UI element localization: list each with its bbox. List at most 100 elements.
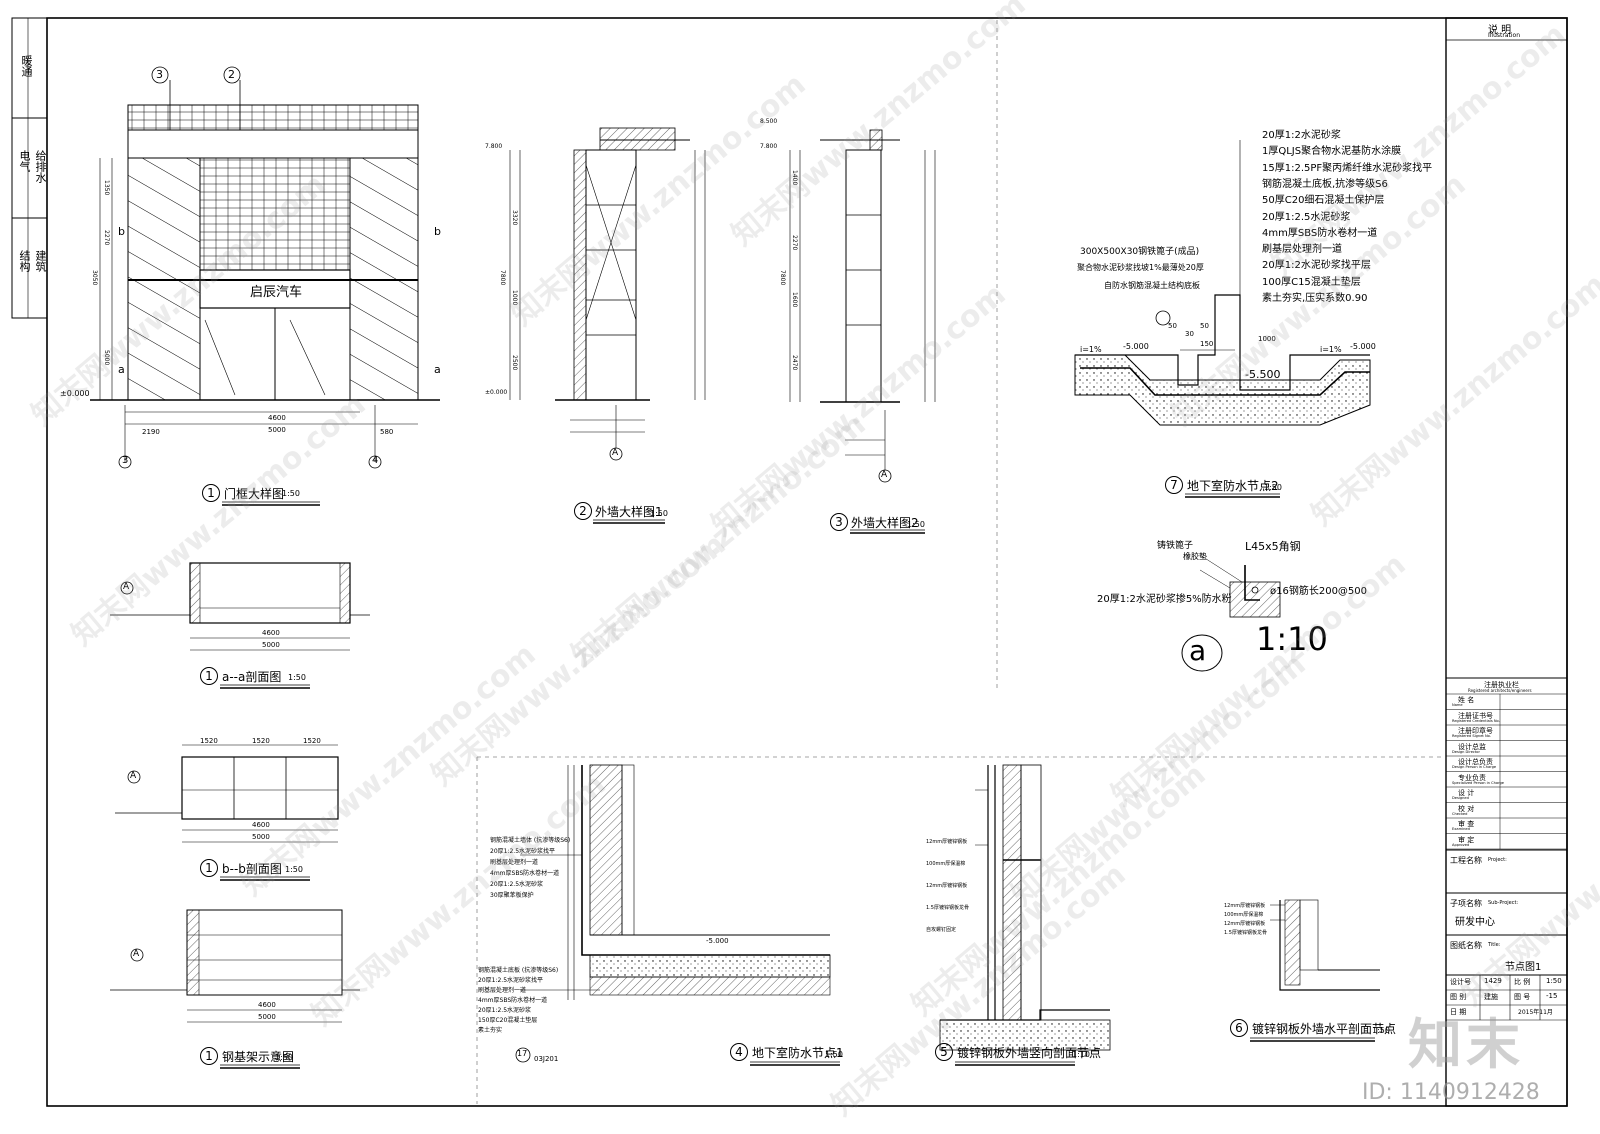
wall1-title-num: 2: [574, 502, 592, 520]
section-aa: [110, 562, 370, 651]
steel-wall-horizontal-section: [1270, 899, 1380, 991]
aa-dim-1: 5000: [262, 641, 280, 649]
tb-row-cn: 设计总负责: [1458, 758, 1493, 766]
tb-row-en: Registered Signet No.: [1452, 734, 1491, 738]
steel-vertical-label: 100mm厚保温棉: [926, 861, 966, 867]
tb-row-en: Design Person in Charge: [1452, 765, 1497, 769]
bb-dim-3: 4600: [252, 821, 270, 829]
strip-hvac: 暖通: [20, 55, 33, 77]
wp2-level-1b: -5.000: [1350, 342, 1376, 351]
tb-title-label: 图纸名称: [1450, 941, 1482, 950]
wp2-dim-1: 30: [1185, 330, 1194, 338]
wp2-layer: 1厚QLJS聚合物水泥基防水涂膜: [1262, 146, 1402, 158]
wall2-dim-2: 1600: [791, 292, 798, 308]
wp1-upper-layer: 20厚1:2.5水泥砂浆: [490, 881, 544, 888]
tb-title-value: 节点图1: [1505, 962, 1542, 973]
door-frame-title: 门框大样图: [224, 487, 285, 501]
title-underlines: [220, 493, 1375, 1069]
detail-a-label-3: ø16钢筋长200@500: [1270, 586, 1368, 597]
door-mark-a-right: a: [434, 363, 441, 376]
tb-row-cn: 校 对: [1458, 804, 1475, 813]
frame-dim-1: 5000: [258, 1013, 276, 1021]
wp1-lower-layer: 4mm厚SBS防水卷材一道: [478, 997, 548, 1004]
wall1-dim-3: 1000: [511, 290, 518, 306]
tb-row-en: Name: [1452, 703, 1463, 707]
door-level: ±0.000: [60, 389, 90, 398]
tb-row-cn: 注册证书号: [1458, 711, 1493, 720]
wp1-upper-layer: 4mm厚SBS防水卷材一道: [490, 870, 560, 877]
wp2-dim-2: 50: [1200, 322, 1209, 330]
wp1-upper-layer: 20厚1:2.5水泥砂浆找平: [490, 848, 556, 855]
wall2-title-num: 3: [830, 513, 848, 531]
door-frame-title-num: 1: [202, 484, 220, 502]
bb-axis: A: [130, 771, 137, 781]
title-block: [1445, 17, 1568, 1107]
sh-title: 镀锌钢板外墙水平剖面节点: [1252, 1022, 1397, 1036]
steel-frame: [110, 909, 360, 1023]
wp2-layer: 20厚1:2水泥砂浆: [1262, 130, 1341, 141]
bb-dim-1: 1520: [252, 737, 270, 745]
steel-vertical-label: 1.5厚镀锌钢板龙骨: [926, 905, 969, 911]
strip-plumbing-electric: 给排水 电气: [18, 150, 47, 183]
wp2-dim-0: 50: [1168, 322, 1177, 330]
watermark-logo: 知末: [1408, 1013, 1524, 1076]
steel-wall-vertical-section: [939, 764, 1111, 1051]
section-bb: [115, 744, 339, 843]
wp2-layer: 20厚1:2水泥砂浆找平层: [1262, 260, 1371, 272]
waterproof-detail-1: [515, 764, 831, 1063]
tb-header: 说 明: [1488, 25, 1512, 36]
wp2-title-num: 7: [1165, 476, 1183, 494]
tb-sub-label: 子项名称: [1450, 899, 1482, 908]
sv-scale: 1:10: [1072, 1050, 1090, 1059]
detail-a: [1181, 554, 1281, 672]
bb-dim-2: 1520: [303, 737, 321, 745]
wp2-level-1a: -5.000: [1123, 342, 1149, 351]
steel-horizontal-label: 100mm厚保温棉: [1224, 912, 1264, 918]
tb-row-en: Design Director: [1452, 749, 1480, 754]
door-dim-1: 4600: [268, 414, 286, 422]
frame-scale: 1:50: [275, 1053, 293, 1062]
tb-row-en: Approved: [1452, 842, 1470, 847]
wp1-upper-layer: 30厚聚苯板保护: [490, 892, 534, 899]
tb-row-cn: 设 计: [1458, 789, 1475, 797]
wall2-scale: 1:50: [907, 520, 925, 529]
tb-info-value2: 1:50: [1546, 977, 1562, 985]
door-dim-left-0: 1350: [103, 180, 110, 196]
sv-title-num: 5: [935, 1043, 953, 1061]
tb-info-value2: -15: [1546, 992, 1558, 1000]
wp2-layer: 刷基层处理剂一道: [1262, 244, 1342, 256]
tb-reg-header-en: Registered architects/engineers: [1468, 688, 1532, 693]
wall2-title: 外墙大样图2: [851, 516, 919, 530]
aa-title: a--a剖面图: [222, 670, 282, 684]
wp1-lower-layer: 20厚1:2.5水泥砂浆找平: [478, 977, 544, 984]
tb-info-key2: 比 例: [1514, 978, 1531, 986]
wp2-layer: 20厚1:2.5水泥砂浆: [1262, 211, 1351, 223]
tb-project-label-en: Project:: [1488, 857, 1507, 863]
left-strip: [11, 17, 48, 319]
door-dim-0: 2190: [142, 428, 160, 436]
detail-a-circle-label: a: [1189, 634, 1207, 667]
tb-row-en: Specialized Person in Charge: [1452, 780, 1505, 785]
tb-reg-header: 注册执业栏: [1484, 681, 1519, 689]
tb-row-en: Checked: [1452, 811, 1468, 816]
door-sign-text: 启辰汽车: [250, 285, 303, 300]
wall2-level-top: 8.500: [760, 118, 778, 125]
wp1-lower-layer: 20厚1:2.5水泥砂浆: [478, 1007, 532, 1014]
door-dim-left-2: 3050: [91, 270, 98, 286]
detail-a-label-1: 橡胶垫: [1183, 552, 1207, 561]
steel-vertical-label: 自攻螺钉固定: [926, 927, 957, 933]
tb-row-cn: 姓 名: [1458, 696, 1475, 704]
wall1-scale: 1:50: [650, 509, 668, 518]
sh-scale: 1:50: [1372, 1026, 1390, 1035]
tb-row-cn: 审 查: [1458, 820, 1475, 828]
wp2-layer: 钢筋混凝土底板,抗渗等级S6: [1262, 178, 1388, 190]
door-frame-scale: 1:50: [282, 489, 300, 498]
watermark-id: ID: 1140912428: [1362, 1080, 1540, 1105]
frame-title: 钢基架示意图: [222, 1050, 295, 1064]
door-axis-top-2: 2: [228, 68, 235, 81]
wp2-left-0: 300X500X30钢铁篦子(成品): [1080, 247, 1200, 257]
frame-title-num: 1: [200, 1047, 218, 1065]
wp1-lower-layer: 150厚C20混凝土垫层: [478, 1017, 538, 1024]
frame-axis: A: [133, 949, 140, 959]
